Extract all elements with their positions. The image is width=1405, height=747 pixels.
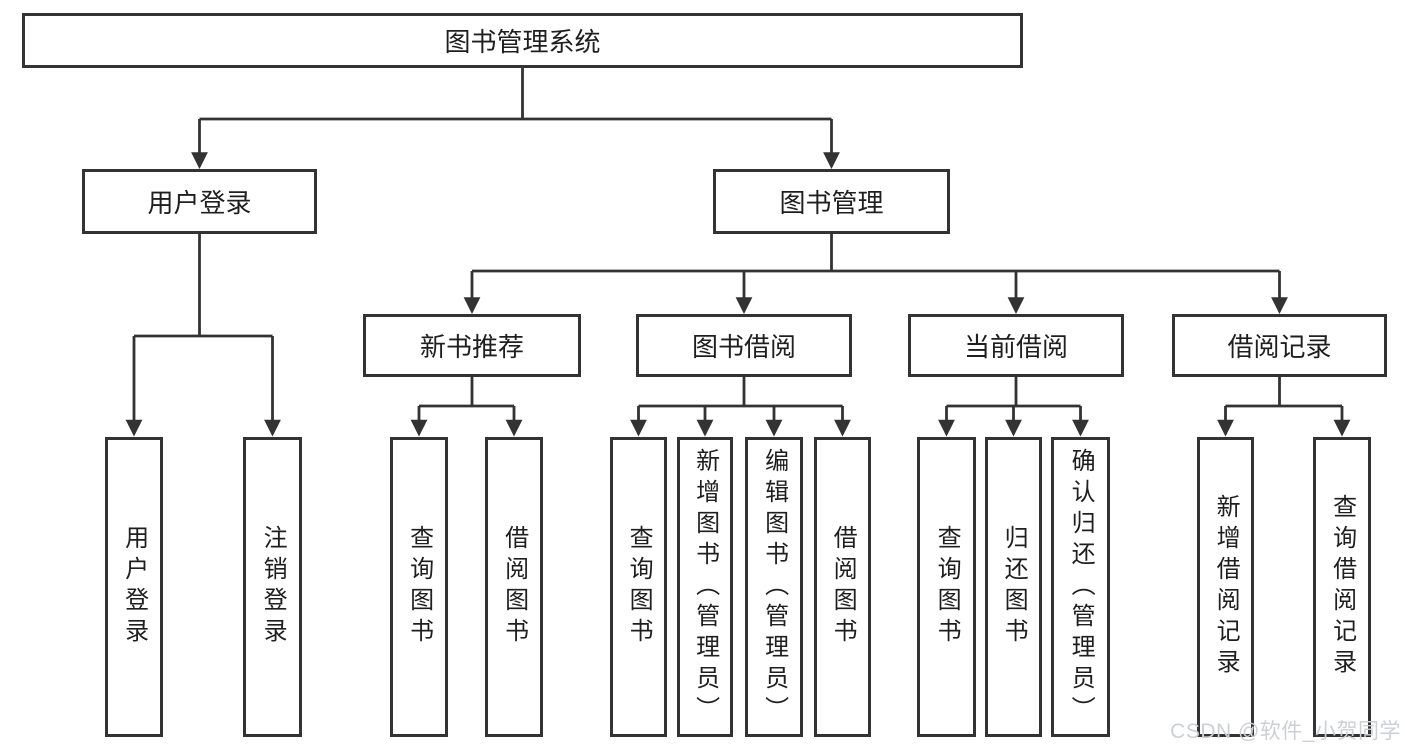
node-current-borrow: 当前借阅	[908, 314, 1124, 377]
leaf-edit-book-admin-label: 编辑图书（管理员）	[760, 447, 788, 727]
connector-book-borrow-split	[630, 377, 851, 437]
leaf-confirm-return-admin-label: 确认归还（管理员）	[1067, 447, 1095, 727]
leaf-add-borrow-record-label: 新增借阅记录	[1212, 494, 1240, 680]
leaf-add-borrow-record: 新增借阅记录	[1197, 437, 1254, 737]
leaf-query-books-recommend: 查询图书	[390, 437, 448, 737]
leaf-edit-book-admin: 编辑图书（管理员）	[745, 437, 803, 737]
node-root-label: 图书管理系统	[444, 27, 601, 57]
leaf-borrow-books-recommend-label: 借阅图书	[500, 525, 528, 649]
node-book-management-label: 图书管理	[779, 188, 884, 218]
node-current-borrow-label: 当前借阅	[963, 332, 1068, 362]
connector-user-login-split	[125, 234, 281, 437]
node-borrow-records-label: 借阅记录	[1227, 332, 1332, 362]
connector-book-mgmt-split	[463, 234, 1288, 315]
leaf-query-books-current: 查询图书	[917, 437, 976, 737]
leaf-query-borrow-record: 查询借阅记录	[1313, 437, 1371, 737]
watermark: CSDN @软件_小贺同学	[1170, 720, 1401, 743]
connector-borrow-records-split	[1217, 377, 1351, 437]
leaf-user-login-label: 用户登录	[120, 525, 148, 649]
node-book-borrow-label: 图书借阅	[691, 332, 796, 362]
leaf-query-books-recommend-label: 查询图书	[405, 525, 433, 649]
node-new-book-recommend-label: 新书推荐	[419, 332, 524, 362]
connector-new-book-split	[410, 377, 523, 437]
leaf-confirm-return-admin: 确认归还（管理员）	[1051, 437, 1110, 737]
node-user-login-label: 用户登录	[147, 188, 252, 218]
leaf-user-login: 用户登录	[105, 437, 163, 737]
node-new-book-recommend: 新书推荐	[363, 314, 581, 377]
leaf-query-books-current-label: 查询图书	[933, 525, 961, 649]
connector-root-split	[191, 68, 840, 170]
node-root: 图书管理系统	[22, 13, 1023, 68]
node-book-borrow: 图书借阅	[636, 314, 852, 377]
leaf-borrow-books: 借阅图书	[814, 437, 871, 737]
leaf-add-book-admin: 新增图书（管理员）	[677, 437, 733, 737]
node-user-login: 用户登录	[82, 169, 317, 234]
leaf-query-borrow-record-label: 查询借阅记录	[1328, 494, 1356, 680]
leaf-add-book-admin-label: 新增图书（管理员）	[691, 447, 719, 727]
leaf-return-book-label: 归还图书	[1000, 525, 1028, 649]
leaf-query-books-borrow-label: 查询图书	[625, 525, 653, 649]
connector-current-borrow-split	[938, 377, 1089, 437]
node-borrow-records: 借阅记录	[1172, 314, 1387, 377]
leaf-borrow-books-label: 借阅图书	[829, 525, 857, 649]
leaf-logout: 注销登录	[243, 437, 302, 737]
node-book-management: 图书管理	[713, 169, 950, 234]
leaf-query-books-borrow: 查询图书	[610, 437, 667, 737]
leaf-logout-label: 注销登录	[259, 525, 287, 649]
leaf-return-book: 归还图书	[985, 437, 1042, 737]
leaf-borrow-books-recommend: 借阅图书	[485, 437, 543, 737]
